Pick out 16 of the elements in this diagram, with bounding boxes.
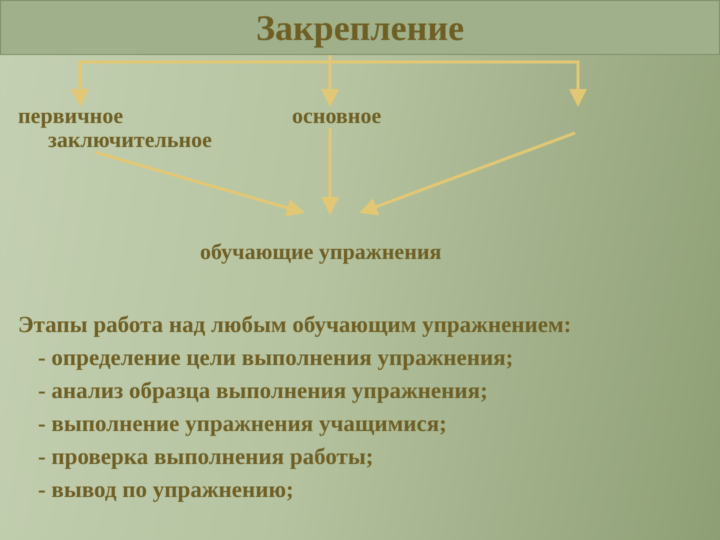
list-item: - определение цели выполнения упражнения; [37,344,514,372]
stage-label: основное [292,104,382,128]
paragraph: Этапы работа над любым обучающим упражнением: [18,311,572,339]
title: Закрепление [256,6,464,48]
stage-label: заключительное [48,128,212,152]
list-item: - анализ образца выполнения упражнения; [37,377,489,405]
list-item: - выполнение упражнения учащимися; [37,410,448,438]
arrow [328,55,587,107]
arrow [94,150,305,216]
list-item: - проверка выполнения работы; [37,443,374,471]
arrow [321,128,339,215]
title-bar [0,0,720,55]
stage-label: обучающие упражнения [200,212,442,264]
list-item: - вывод по упражнению; [37,476,295,504]
arrow [359,132,576,216]
stage-label: первичное [18,104,124,128]
